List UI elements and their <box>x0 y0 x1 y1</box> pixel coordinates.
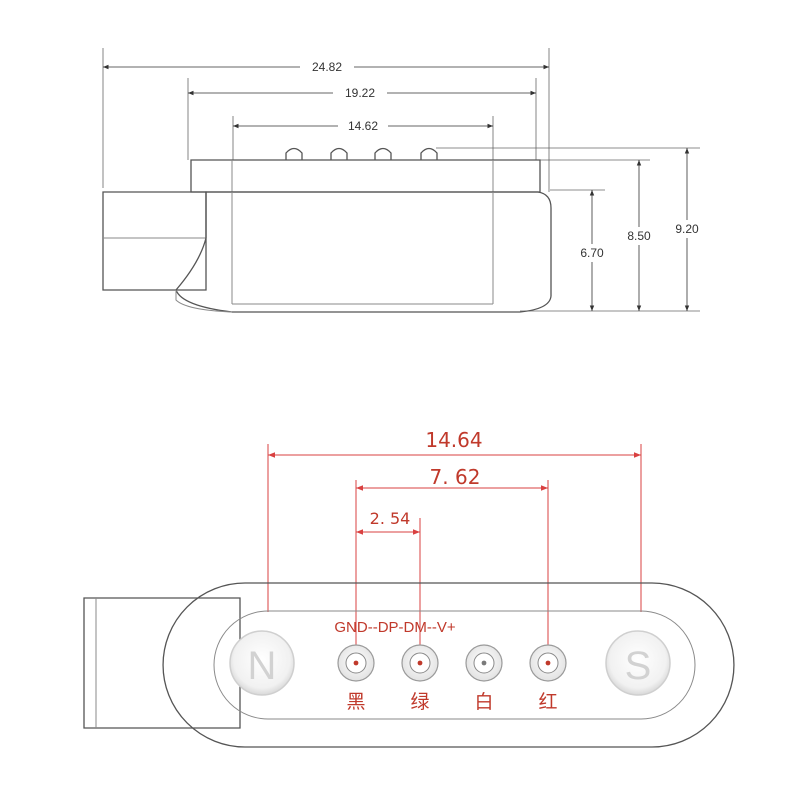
side-view: 24.82 19.22 14.62 6.70 8.50 9.20 <box>102 48 707 313</box>
pin-color-label-white: 白 <box>474 691 493 713</box>
top-view: 14.64 7. 62 2. 54 GND--DP-DM--V+ N S <box>83 428 735 748</box>
magnet-north-label: N <box>248 644 277 688</box>
dim-overall-height: 9.20 <box>667 148 707 311</box>
dim-pin-span: 14.62 <box>233 117 493 133</box>
magnet-south: S <box>605 630 671 696</box>
pin-order-label: GND--DP-DM--V+ <box>334 619 455 636</box>
dim-body-width: 19.22 <box>188 84 536 100</box>
dim-overall-width: 24.82 <box>103 58 549 74</box>
magnet-south-label: S <box>625 644 652 688</box>
pin-gnd <box>337 644 375 682</box>
pin-span-label: 14.62 <box>348 119 378 133</box>
pin-vplus <box>529 644 567 682</box>
pin-color-label-black: 黑 <box>346 691 365 713</box>
outer-pin-spacing-label: 7. 62 <box>430 465 481 489</box>
body-width-label: 19.22 <box>345 86 375 100</box>
pin-color-label-green: 绿 <box>410 691 429 713</box>
overall-height-label: 9.20 <box>675 222 699 236</box>
pin-color-label-red: 红 <box>538 691 557 713</box>
dim-body-height: 6.70 <box>572 190 612 311</box>
pin-pitch-label: 2. 54 <box>370 509 411 528</box>
overall-width-label: 24.82 <box>312 60 342 74</box>
pin-dm <box>465 644 503 682</box>
top-dimension-lines <box>267 444 642 648</box>
magnet-spacing-label: 14.64 <box>425 428 482 452</box>
connector-top-body <box>83 582 735 748</box>
dim-pin-base-height: 8.50 <box>619 160 659 311</box>
side-pogo-pins <box>285 147 438 160</box>
side-extension-lines <box>102 48 700 312</box>
magnet-north: N <box>229 630 295 696</box>
body-height-label: 6.70 <box>580 246 604 260</box>
connector-side-body <box>102 147 552 313</box>
pin-dp <box>401 644 439 682</box>
pin-base-height-label: 8.50 <box>627 229 651 243</box>
